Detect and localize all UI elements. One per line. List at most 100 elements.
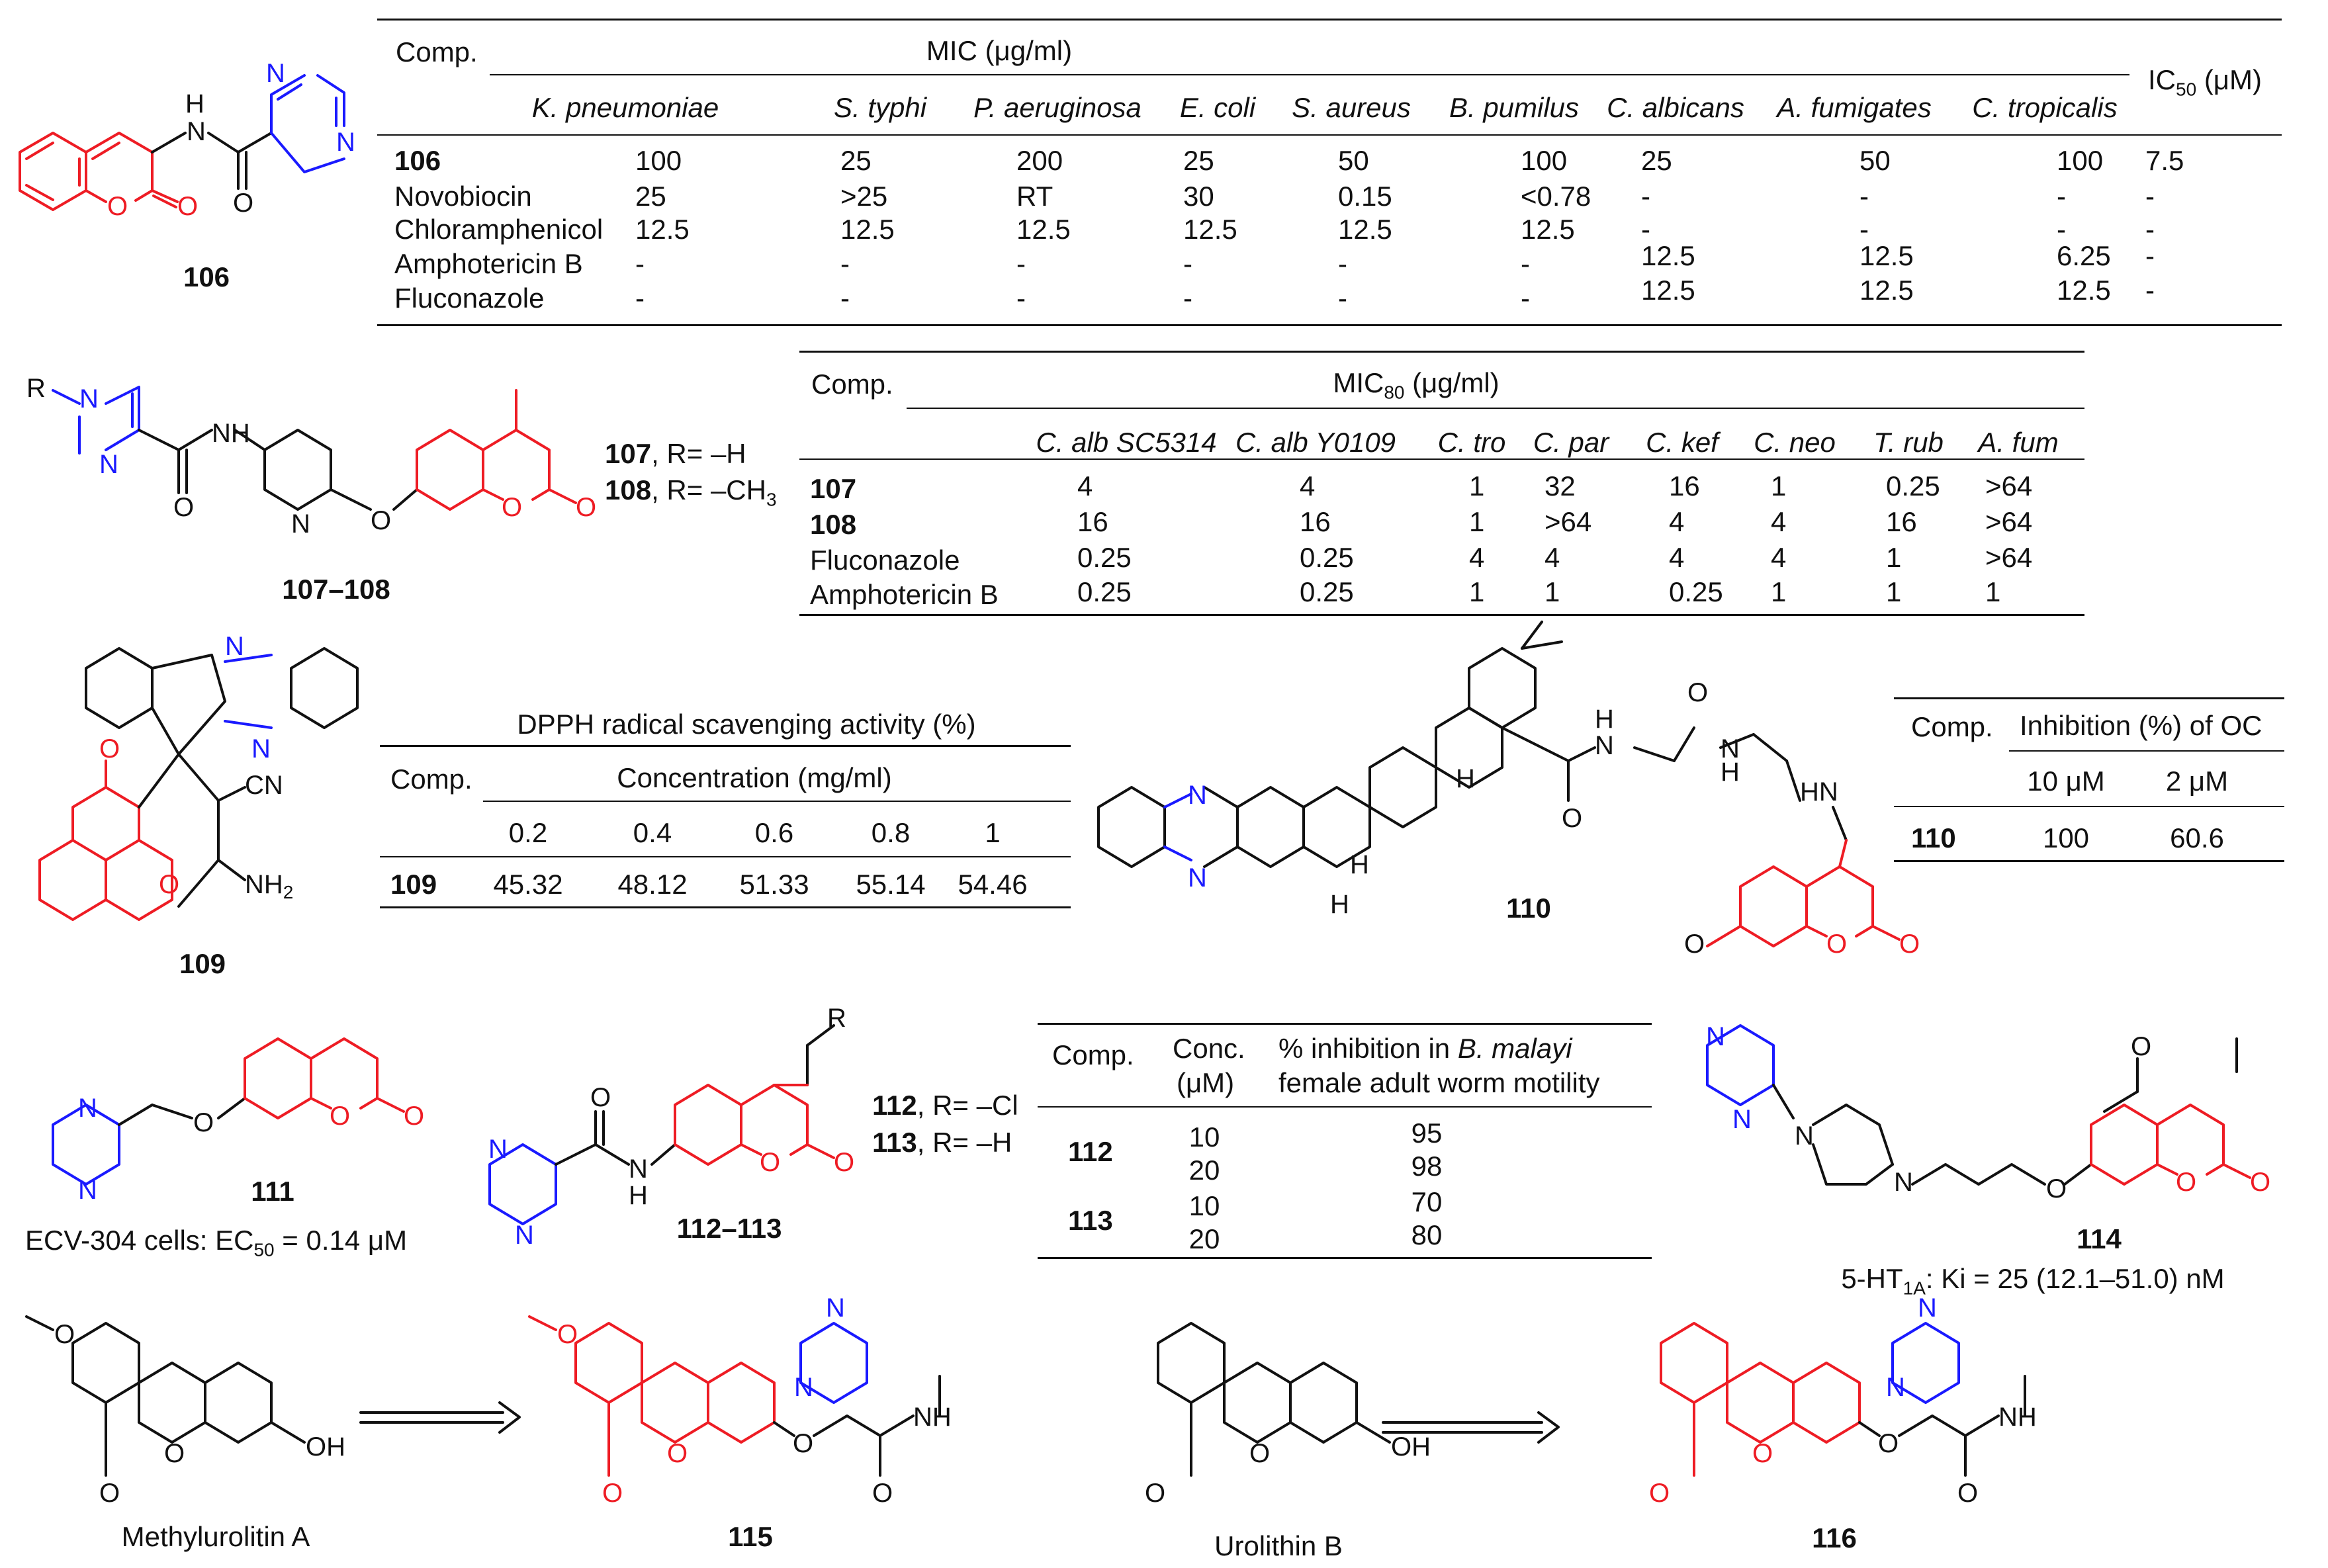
- organism-header: C. kef: [1646, 427, 1719, 458]
- table-cell: 12.5: [840, 214, 895, 245]
- table-cell: <0.78: [1521, 181, 1591, 212]
- coumarin-oxygen-106: O: [107, 192, 128, 221]
- table-cell: 16: [1077, 506, 1108, 537]
- structure-107-108: R N N NH O N O O: [26, 374, 596, 539]
- coumarin-core-107: [416, 389, 577, 511]
- ether-o-114: O: [2046, 1174, 2067, 1203]
- amide-o-106: O: [233, 189, 253, 218]
- dpph-title: DPPH radical scavenging activity (%): [517, 709, 976, 740]
- table-cell: 12.5: [1338, 214, 1392, 245]
- r-group-107: R: [26, 374, 46, 403]
- table-cell: 1: [1469, 506, 1485, 537]
- table-rule-bottom: [799, 614, 2084, 616]
- inhibition-cell: 95: [1411, 1117, 1443, 1149]
- hydroxyl-urolithin: OH: [1391, 1432, 1431, 1461]
- pyrazine-116: [1891, 1322, 1960, 1404]
- inhibition-header-line2: female adult worm motility: [1278, 1067, 1600, 1098]
- comp-header: Comp.: [390, 763, 472, 795]
- table-rule-sub: [907, 408, 2084, 409]
- r-group-112: R: [827, 1004, 846, 1033]
- inhibition-cell: 80: [1411, 1219, 1443, 1250]
- structure-116: O O O O NH N N: [1649, 1293, 2037, 1508]
- table-rule-bottom: [377, 324, 2282, 326]
- table-cell: -: [1521, 248, 1530, 279]
- table-cell: 50: [1338, 145, 1369, 176]
- table-cell: 100: [2057, 145, 2104, 176]
- pyrazine-n2-107: N: [99, 450, 118, 479]
- table-cell: -: [2057, 214, 2066, 245]
- linker-116: [1858, 1375, 2026, 1477]
- glycine-o-110: O: [1687, 678, 1708, 707]
- table-cell: 0.15: [1338, 181, 1392, 212]
- pyrazine-n1-116: N: [1918, 1293, 1937, 1323]
- table-cell: 0.25: [1886, 470, 1940, 501]
- carbonyl-oxygen-112: O: [834, 1148, 854, 1177]
- arrow-to-115: [359, 1401, 521, 1434]
- quinoxaline-n1-109: N: [225, 632, 244, 661]
- table-cell: 1: [1771, 470, 1787, 501]
- table-rule-header: [799, 458, 2084, 460]
- amide-n-110: N: [1595, 731, 1614, 760]
- coumarin-oxygen-111: O: [330, 1102, 350, 1131]
- table-cell: -: [2145, 214, 2155, 245]
- methoxy-o-methylurolitin: O: [54, 1320, 75, 1349]
- carbonyl-oxygen-107: O: [576, 493, 596, 522]
- table-cell: 4: [1077, 470, 1093, 501]
- table-cell: 4: [1300, 470, 1316, 501]
- organism-header: K. pneumoniae: [531, 92, 719, 123]
- quinoxaline-n1-110: N: [1188, 781, 1207, 810]
- conc-cell: 10: [1188, 1121, 1220, 1153]
- table-cell: 4: [1771, 506, 1787, 537]
- pyrazine-n2-106: N: [336, 128, 355, 157]
- table-cell: 16: [1886, 506, 1917, 537]
- ether-o-111: O: [193, 1108, 214, 1137]
- compound-112-cell: 112: [1068, 1136, 1113, 1167]
- pyran-ring-109: [138, 753, 246, 908]
- carbonyl-o-115: O: [602, 1479, 623, 1508]
- table-cell: 6.25: [2057, 240, 2111, 271]
- table-cell: 1: [1886, 576, 1902, 607]
- amide-h-106: H: [185, 89, 204, 118]
- label-112-r: 112, R= –Cl: [872, 1090, 1018, 1121]
- concentration-cell: 0.4: [633, 817, 672, 848]
- organism-header: C. alb SC5314: [1036, 427, 1217, 458]
- pyrazine-n1-111: N: [78, 1094, 97, 1123]
- table-cell: -: [2145, 275, 2155, 306]
- table-cell: 12.5: [1016, 214, 1071, 245]
- row-label: Amphotericin B: [394, 248, 583, 279]
- coumarin-oxygen-110: O: [1826, 930, 1847, 959]
- piperazine-n2-114: N: [1894, 1168, 1913, 1197]
- quinoxaline-n-110: [1163, 793, 1192, 861]
- methylurolitin-core: [25, 1315, 306, 1477]
- hn-110: HN: [1800, 777, 1838, 806]
- table-cell: 50: [1859, 145, 1891, 176]
- table-cell: -: [840, 248, 850, 279]
- table-cell: -: [635, 248, 645, 279]
- col-2uM: 2 μM: [2165, 765, 2229, 797]
- methoxy-o-110: O: [1684, 930, 1705, 959]
- pyridine-n-107: N: [291, 509, 310, 539]
- pyrazine-n1-114: N: [1706, 1022, 1725, 1051]
- cyano-109: CN: [245, 771, 283, 800]
- row-label: Novobiocin: [394, 181, 532, 212]
- amide-n-112: N: [629, 1154, 648, 1184]
- label-113-r: 113, R= –H: [872, 1127, 1012, 1158]
- table-cell: 25: [840, 145, 872, 176]
- table-cell: 100: [635, 145, 682, 176]
- conc-cell: 20: [1188, 1223, 1220, 1254]
- table-cell: 12.5: [2057, 275, 2111, 306]
- ic50-header: IC50 (μM): [2148, 64, 2262, 100]
- coumarin-core-110: [1706, 839, 1901, 947]
- table-rule-header: [377, 134, 2282, 136]
- ether-o-115: O: [793, 1429, 813, 1458]
- table-rule-top: [380, 745, 1071, 747]
- table-cell: >64: [1985, 542, 2033, 573]
- label-methylurolitin-a: Methylurolitin A: [121, 1521, 310, 1552]
- organism-header: B. pumilus: [1449, 92, 1580, 123]
- coumarin-core-114: [2090, 1104, 2251, 1186]
- ring-o-116: O: [1752, 1439, 1773, 1468]
- pyrazine-n2-116: N: [1886, 1373, 1905, 1402]
- table-cell: 1: [1985, 576, 2001, 607]
- table-cell: 25: [1641, 145, 1672, 176]
- amide-o-112: O: [590, 1083, 611, 1112]
